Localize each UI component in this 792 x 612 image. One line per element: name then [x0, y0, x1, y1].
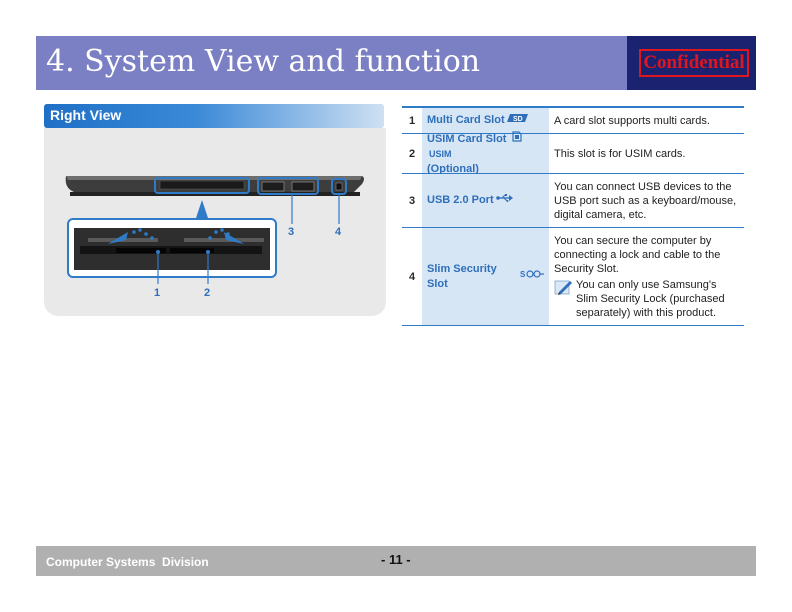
row-number: 1: [408, 114, 416, 127]
row-description: A card slot supports multi cards.: [549, 108, 744, 133]
callout-1: 1: [154, 287, 161, 299]
row-description-text: You can secure the computer by connectin…: [554, 234, 721, 275]
row-name: Multi Card Slot: [427, 114, 505, 126]
note-block: You can only use Samsung's Slim Security…: [554, 278, 739, 320]
row-name-cell: Slim Security Slot S: [422, 228, 549, 325]
row-number: 3: [408, 194, 416, 207]
page-title: 4. System View and function: [46, 44, 481, 79]
svg-text:S: S: [520, 270, 526, 279]
row-name-cell: USIM Card Slot USIM (Optional): [422, 130, 549, 175]
row-number: 2: [408, 147, 416, 160]
section-banner: Right View: [44, 104, 384, 128]
footer-division: Computer Systems Division: [46, 555, 209, 569]
row-name-cell: Multi Card Slot SD: [422, 108, 549, 133]
row-description-text: This slot is for USIM cards.: [554, 147, 686, 160]
table-row: 1 Multi Card Slot SD A card slot support…: [402, 108, 744, 134]
laptop-side-drawing: [65, 176, 364, 284]
svg-text:SD: SD: [513, 116, 523, 123]
callout-4: 4: [335, 226, 342, 238]
row-name: Slim Security Slot: [427, 262, 497, 290]
table-row: 2 USIM Card Slot USIM (Optional) This sl…: [402, 130, 744, 175]
callout-3: 3: [288, 226, 295, 238]
row-description: This slot is for USIM cards.: [549, 134, 744, 173]
row-name: USIM Card Slot: [427, 132, 507, 145]
row-name-sub: (Optional): [427, 162, 479, 175]
row-description-text: A card slot supports multi cards.: [554, 114, 710, 127]
page-header: 4. System View and function Confidential: [36, 36, 756, 90]
row-description: You can secure the computer by connectin…: [549, 228, 744, 325]
row-number: 4: [408, 270, 416, 283]
row-name-cell: USB 2.0 Port: [422, 174, 549, 227]
note-pencil-icon: [554, 278, 576, 320]
section-title: Right View: [50, 107, 122, 123]
usb-icon: [495, 193, 514, 208]
laptop-right-view-illustration: 1 2 3 4: [44, 128, 386, 316]
page-number: - 11 -: [381, 552, 411, 567]
callout-2: 2: [204, 287, 211, 299]
usim-tag: USIM: [429, 148, 452, 159]
row-description-text: You can connect USB devices to the USB p…: [554, 180, 737, 221]
row-name: USB 2.0 Port: [427, 194, 494, 206]
page-footer: Computer Systems Division - 11 -: [36, 546, 756, 576]
table-row: 4 Slim Security Slot S You can secure th…: [402, 228, 744, 326]
security-lock-icon: S: [520, 269, 544, 284]
row-description: You can connect USB devices to the USB p…: [549, 174, 744, 227]
note-text: You can only use Samsung's Slim Security…: [576, 278, 725, 319]
usim-card-icon: [511, 130, 522, 147]
confidential-label: Confidential: [639, 49, 749, 77]
right-view-table: 1 Multi Card Slot SD A card slot support…: [402, 106, 744, 326]
table-row: 3 USB 2.0 Port You can connect USB devic…: [402, 174, 744, 228]
confidential-box: Confidential: [627, 36, 756, 90]
sd-card-icon: SD: [506, 113, 529, 128]
